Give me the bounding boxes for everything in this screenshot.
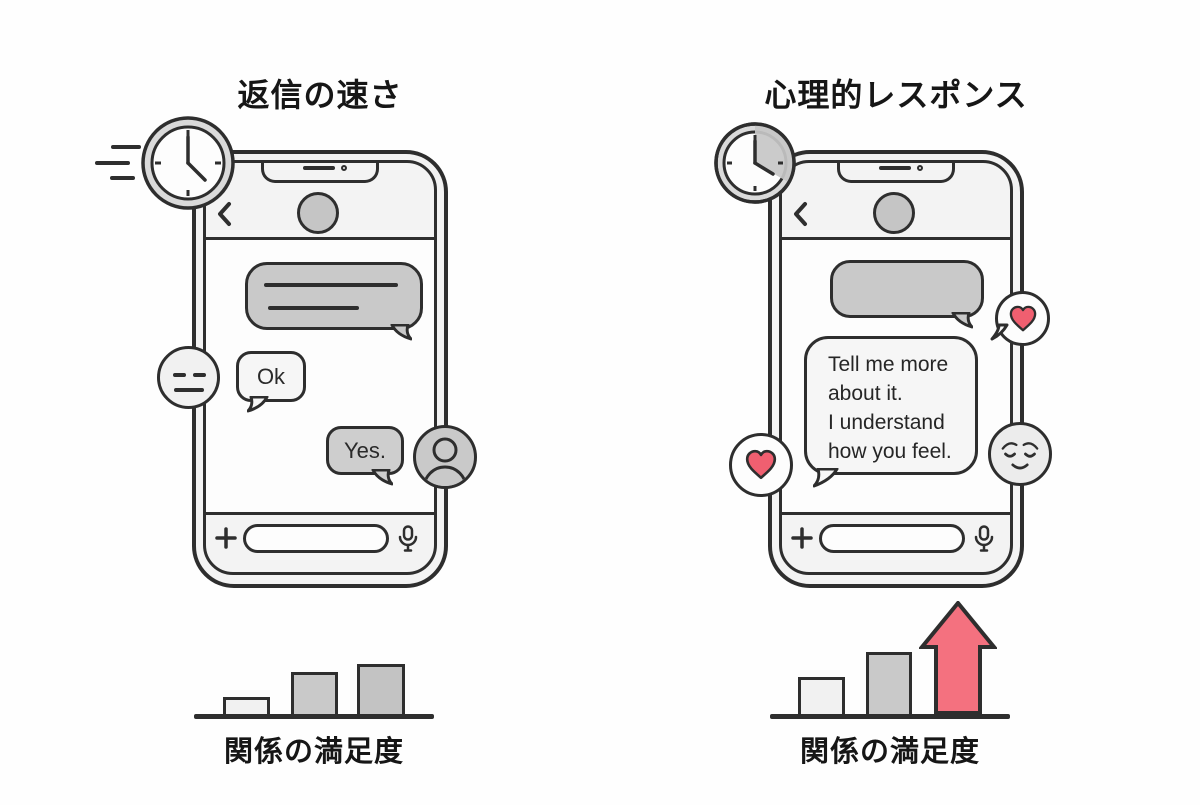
heart-icon (745, 449, 777, 480)
bubble-tail (951, 312, 973, 329)
speeding-clock-icon (141, 116, 235, 210)
message-line: I understand (828, 411, 945, 434)
speaker-slot (303, 166, 335, 170)
bubble-tail (247, 396, 269, 413)
person-avatar-icon (413, 425, 477, 489)
text-line-placeholder (264, 283, 398, 287)
bar-low (798, 677, 845, 717)
panel-title-right: 心理的レスポンス (764, 77, 1028, 113)
ok-bubble: Ok (236, 351, 306, 413)
bubble-tail (813, 468, 839, 488)
plus-icon (791, 527, 813, 549)
yes-bubble: Yes. (326, 426, 404, 486)
camera-dot (341, 165, 347, 171)
heart-circle-badge (729, 433, 793, 497)
speed-lines-icon (111, 145, 141, 149)
message-bubble-sent: Tell me more about it. I understand how … (804, 336, 978, 488)
relieved-face-icon (988, 422, 1052, 486)
bar-mid (866, 652, 912, 717)
ok-bubble-text: Ok (256, 363, 286, 389)
up-arrow (919, 601, 997, 715)
speed-lines-icon (110, 176, 135, 180)
speaker-slot (879, 166, 911, 170)
plus-icon (215, 527, 237, 549)
eye-dash (193, 373, 206, 377)
bubble-tail (390, 324, 412, 341)
message-input (819, 524, 965, 553)
bubble-tail (371, 469, 393, 486)
speed-lines-icon (95, 161, 130, 165)
chart-baseline (770, 714, 1010, 719)
message-line: how you feel. (828, 440, 952, 463)
message-bubble-received (245, 262, 423, 341)
chart-baseline (194, 714, 434, 719)
yes-bubble-text: Yes. (343, 437, 386, 463)
back-chevron-icon (218, 202, 231, 226)
message-line: about it. (828, 382, 903, 405)
contact-avatar (873, 192, 915, 234)
mic-icon (974, 525, 994, 552)
heart-speech-bubble (990, 291, 1050, 346)
bar-mid (291, 672, 338, 717)
eye-dash (173, 373, 186, 377)
mic-icon (398, 525, 418, 552)
expressionless-face-icon (157, 346, 220, 409)
panel-title-left: 返信の速さ (237, 77, 403, 113)
text-line-placeholder (268, 306, 359, 310)
chart-label-right: 関係の満足度 (799, 736, 980, 768)
chart-label-left: 関係の満足度 (223, 736, 404, 768)
message-input (243, 524, 389, 553)
contact-avatar (297, 192, 339, 234)
message-bubble-received (830, 260, 984, 329)
mouth-dash (174, 388, 204, 392)
camera-dot (917, 165, 923, 171)
bubble-tail (990, 323, 1009, 341)
heart-icon (1009, 305, 1036, 331)
bar-high (357, 664, 405, 717)
back-chevron-icon (794, 202, 807, 226)
notch (837, 163, 955, 183)
notch (261, 163, 379, 183)
message-line: Tell me more (828, 353, 949, 376)
elapsed-time-clock-icon (714, 122, 796, 204)
